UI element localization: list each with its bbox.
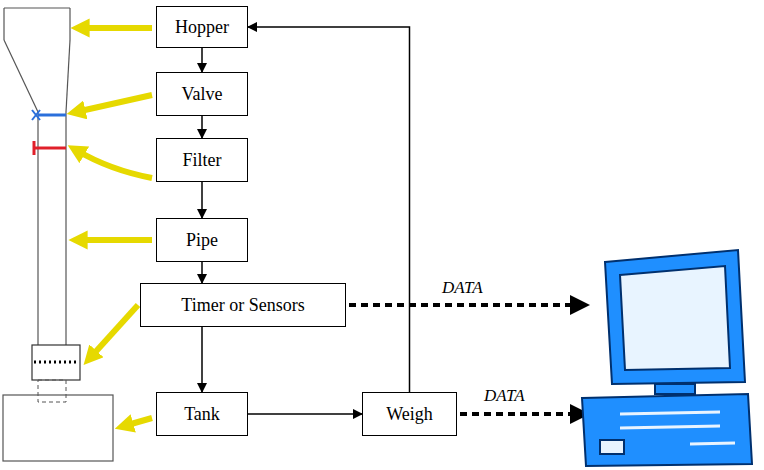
box-label: Filter bbox=[183, 150, 222, 171]
process-box: Pipe bbox=[156, 218, 248, 262]
flow-arrow bbox=[201, 262, 203, 283]
flow-arrow bbox=[201, 48, 203, 72]
flow-arrow bbox=[201, 327, 203, 392]
tank-drawing bbox=[3, 395, 113, 461]
computer-icon bbox=[582, 250, 752, 466]
filter-symbol bbox=[34, 141, 66, 155]
box-label: Weigh bbox=[386, 404, 433, 425]
pointer-arrows bbox=[76, 28, 152, 426]
box-label: Hopper bbox=[175, 17, 229, 38]
signal-label: DATA bbox=[482, 386, 527, 406]
box-label: Tank bbox=[184, 404, 220, 425]
process-box: Tank bbox=[156, 392, 248, 436]
box-label: Valve bbox=[182, 84, 223, 105]
process-box: Valve bbox=[156, 72, 248, 116]
flow-arrow bbox=[248, 27, 410, 392]
flow-arrow bbox=[201, 116, 203, 138]
valve-symbol bbox=[32, 110, 66, 120]
flow-arrow bbox=[248, 413, 362, 415]
signal-label: DATA bbox=[440, 278, 485, 298]
process-box: Filter bbox=[156, 138, 248, 182]
sensor-band bbox=[32, 345, 80, 402]
flow-arrow bbox=[201, 182, 203, 218]
box-label: Pipe bbox=[186, 230, 218, 251]
process-box: Timer or Sensors bbox=[140, 283, 346, 327]
hopper-drawing bbox=[4, 8, 70, 345]
box-label: Timer or Sensors bbox=[181, 295, 304, 316]
process-box: Hopper bbox=[156, 6, 248, 48]
process-box: Weigh bbox=[362, 392, 457, 436]
